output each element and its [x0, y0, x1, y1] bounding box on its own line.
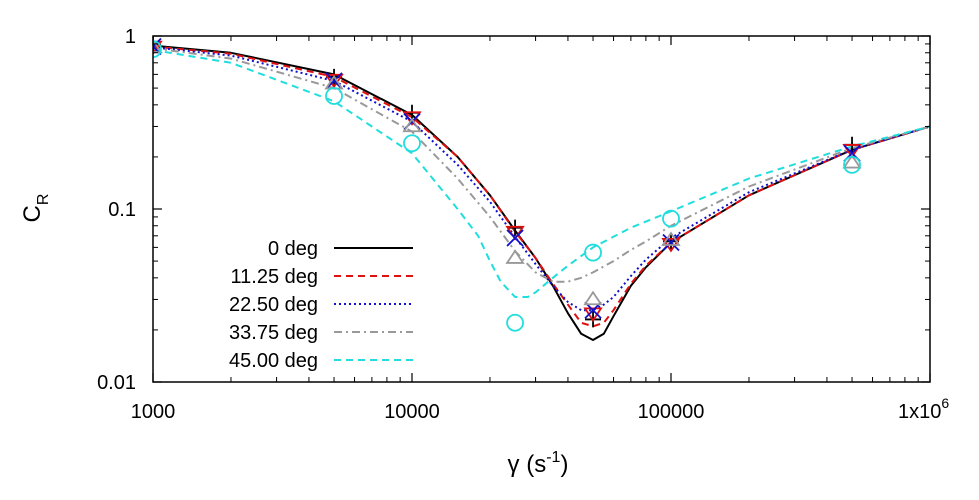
data-point [325, 72, 343, 90]
x-tick-label: 1000 [131, 401, 176, 423]
x-axis-title: γ (s-1) [508, 449, 569, 478]
data-point [583, 290, 603, 306]
data-point [661, 231, 681, 246]
y-tick-label: 0.01 [97, 372, 136, 394]
legend-label: 45.00 deg [229, 350, 318, 372]
y-tick-label: 1 [125, 26, 136, 48]
legend-label: 0 deg [268, 238, 318, 260]
legend-label: 33.75 deg [229, 322, 318, 344]
series-points [153, 36, 862, 332]
data-point [842, 153, 862, 169]
legend: 0 deg 11.25 deg 22.50 deg 33.75 deg 45.00 de… [229, 238, 413, 372]
y-axis: 0.01 0.1 1 [97, 26, 930, 394]
data-point [324, 73, 344, 89]
data-point [662, 233, 680, 252]
data-point [506, 229, 524, 247]
x-tick-label: 100000 [638, 401, 705, 423]
data-point [842, 144, 862, 159]
data-point [843, 155, 861, 174]
data-point [403, 134, 421, 153]
legend-label: 22.50 deg [229, 294, 318, 316]
data-point [402, 117, 422, 133]
data-point [506, 313, 524, 332]
y-axis-title: CR [19, 194, 52, 223]
data-point [153, 38, 163, 54]
legend-label: 11.25 deg [231, 266, 319, 288]
data-point [584, 243, 602, 262]
data-point [153, 40, 162, 58]
data-point [325, 87, 343, 105]
x-tick-label: 10000 [384, 401, 440, 423]
data-point [662, 209, 680, 228]
y-tick-label: 0.1 [108, 199, 136, 221]
data-point [505, 249, 525, 264]
